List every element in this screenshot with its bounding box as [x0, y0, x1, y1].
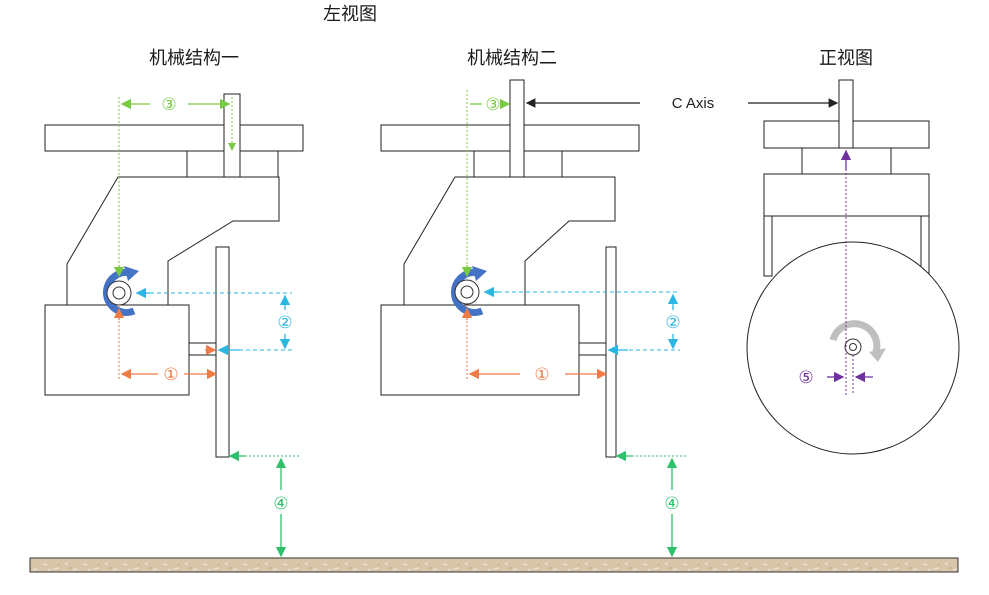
right-support	[920, 215, 930, 277]
floor-surface	[29, 557, 959, 573]
cutting-blade	[215, 246, 230, 458]
structure-one-title: 机械结构一	[149, 48, 239, 69]
top-plate	[44, 124, 304, 152]
front-view: 正视图 ⑤	[746, 48, 960, 455]
structure-two: 机械结构二 ③ C Axis ① ②	[380, 48, 839, 558]
tool-holder	[578, 342, 607, 356]
marker-5: ⑤	[798, 368, 813, 388]
marker-4: ④	[273, 494, 288, 514]
spindle-housing	[380, 304, 580, 396]
rotation-arrow-icon	[829, 320, 881, 353]
left-support	[763, 215, 773, 277]
cutting-blade	[605, 246, 617, 458]
c-axis-shaft	[838, 79, 854, 149]
spindle-inner-circle	[849, 343, 857, 351]
front-view-title: 正视图	[819, 48, 873, 69]
marker-3: ③	[161, 95, 176, 115]
marker-3: ③	[485, 95, 500, 115]
marker-2: ②	[277, 313, 292, 333]
marker-4: ④	[664, 494, 679, 514]
tool-holder	[188, 342, 217, 356]
marker-2: ②	[665, 313, 680, 333]
structure-two-title: 机械结构二	[467, 48, 557, 69]
marker-1: ①	[163, 365, 178, 385]
structure-one: 机械结构一 ③ ① ②	[44, 48, 304, 558]
marker-1: ①	[534, 365, 549, 385]
rotation-arrowhead-icon	[124, 266, 139, 281]
c-axis-label: C Axis	[672, 95, 715, 112]
page-title: 左视图	[323, 4, 377, 25]
rotation-arrowhead-icon	[472, 266, 487, 281]
spindle-inner-circle	[112, 286, 126, 300]
c-axis-shaft	[509, 79, 525, 178]
spindle-inner-circle	[460, 285, 474, 299]
rotation-arrowhead-icon	[869, 348, 886, 362]
